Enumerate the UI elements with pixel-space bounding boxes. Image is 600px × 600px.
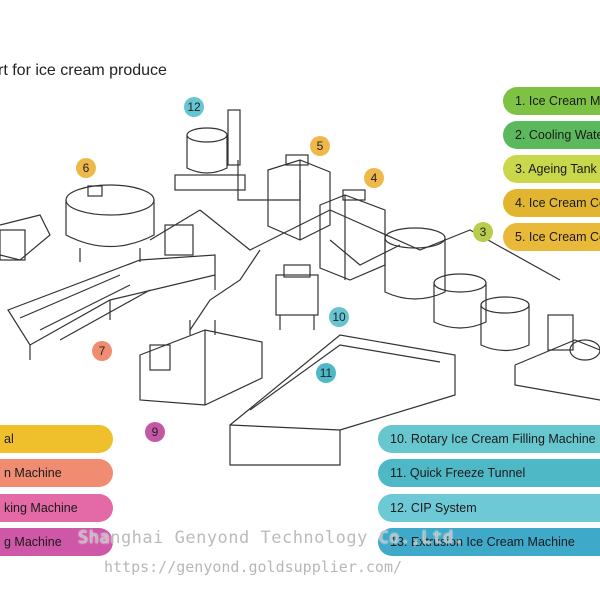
marker-10: 10 [329,307,349,327]
legend-cooling-water: 2. Cooling Wate [503,121,600,149]
marker-5: 5 [310,136,330,156]
legend-left-2: n Machine [0,459,113,487]
legend-ageing-tank: 3. Ageing Tank [503,155,600,183]
marker-3: 3 [473,222,493,242]
legend-ice-cream-co-4: 4. Ice Cream Co [503,189,600,217]
legend-cip-system: 12. CIP System [378,494,600,522]
legend-extrusion: 13. Extrusion Ice Cream Machine [378,528,600,556]
chart-title: rt for ice cream produce [0,62,167,79]
marker-4: 4 [364,168,384,188]
watermark-url: https://genyond.goldsupplier.com/ [104,558,403,576]
legend-ice-cream-machine: 1. Ice Cream M [503,87,600,115]
marker-9: 9 [145,422,165,442]
watermark-company: Shanghai Genyond Technology Co.,Ltd. [78,528,465,548]
legend-rotary-filling: 10. Rotary Ice Cream Filling Machine [378,425,600,453]
legend-left-3: king Machine [0,494,113,522]
marker-6: 6 [76,158,96,178]
marker-11: 11 [316,363,336,383]
legend-quick-freeze: 11. Quick Freeze Tunnel [378,459,600,487]
marker-7: 7 [92,341,112,361]
legend-ice-cream-co-5: 5. Ice Cream Co [503,223,600,251]
legend-left-1: al [0,425,113,453]
legend-left-4: g Machine [0,528,113,556]
marker-12: 12 [184,97,204,117]
